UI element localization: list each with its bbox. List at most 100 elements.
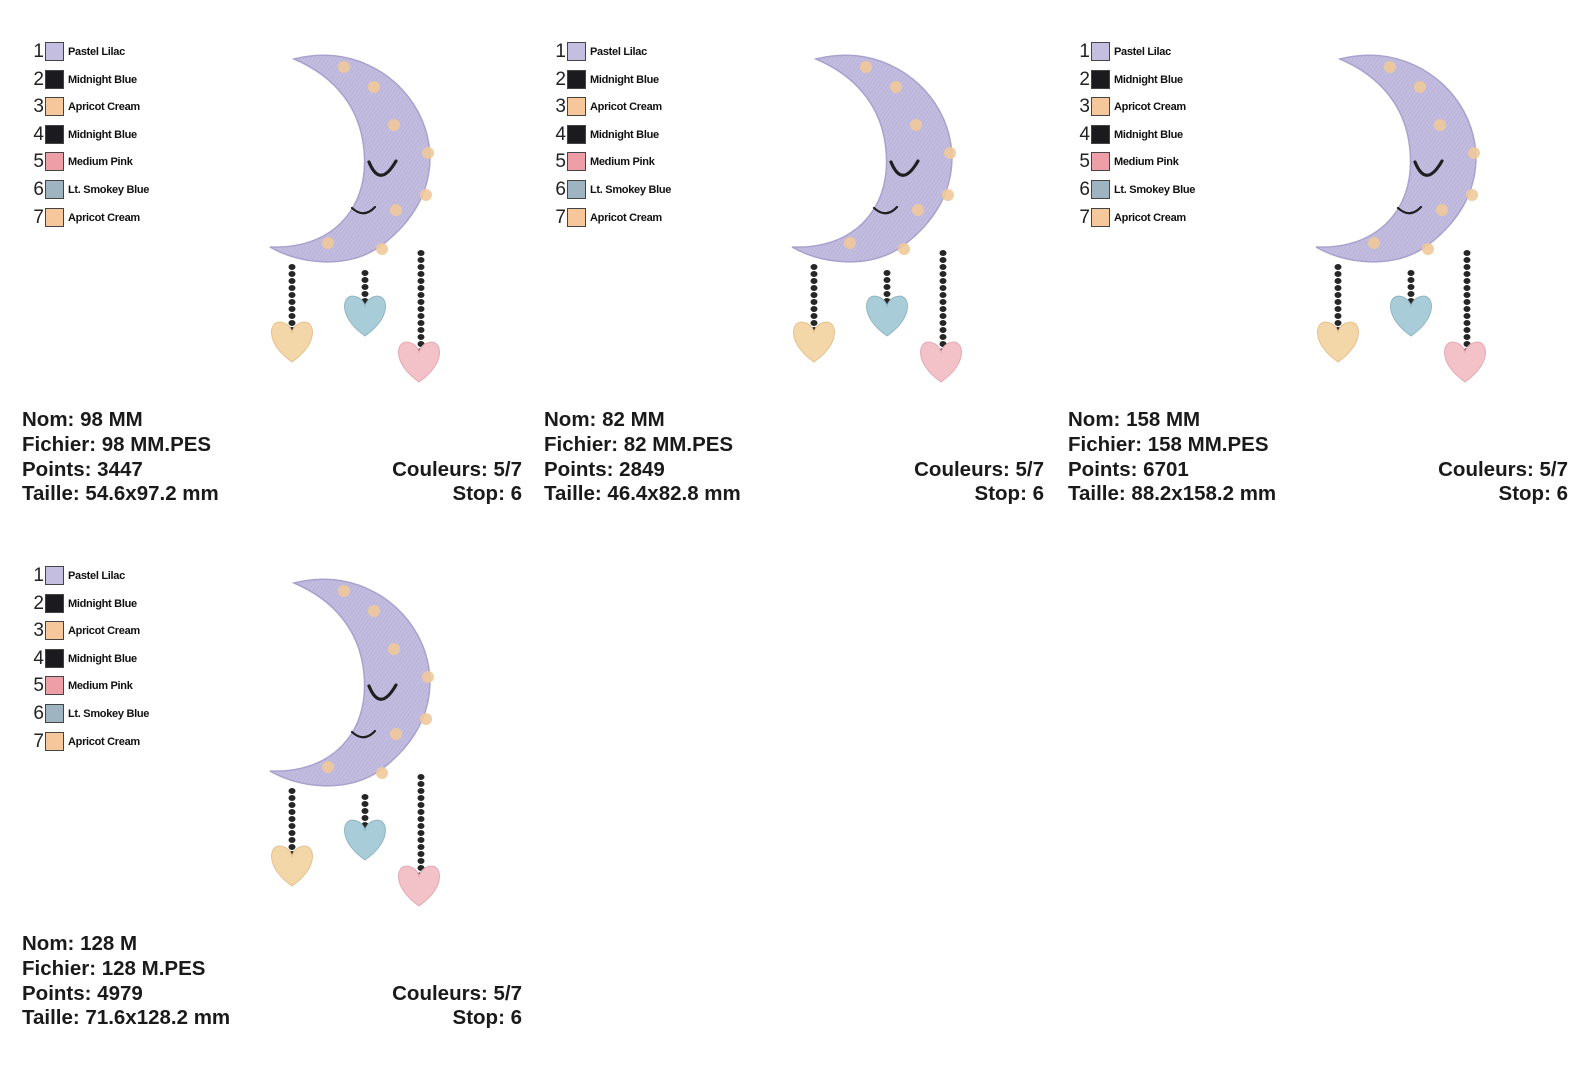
color-swatch — [45, 621, 64, 641]
chain-bead — [417, 250, 425, 256]
moon-dot — [844, 237, 856, 249]
chain-bead — [1407, 277, 1415, 283]
design-stitch-count: Points: 2849 — [544, 457, 665, 481]
chain-bead — [1463, 292, 1471, 298]
chain-bead — [288, 278, 296, 284]
legend-number: 4 — [33, 647, 44, 669]
design-info: Nom: 128 M Fichier: 128 M.PES Points: 49… — [22, 932, 230, 1031]
thread-name: Pastel Lilac — [1114, 46, 1171, 58]
chain-bead — [1463, 306, 1471, 312]
chain-bead — [1334, 264, 1342, 270]
chain-bead — [939, 285, 947, 291]
moon-mouth — [872, 205, 899, 215]
design-size: Taille: 46.4x82.8 mm — [544, 482, 741, 506]
chain-bead — [417, 334, 425, 340]
chain-bead — [1334, 313, 1342, 319]
chain-bead — [417, 278, 425, 284]
thread-name: Medium Pink — [590, 156, 655, 169]
design-stats: Couleurs: 5/7 Stop: 6 — [1438, 458, 1568, 508]
chain-bead — [939, 278, 947, 284]
moon-dot — [420, 713, 432, 725]
moon-dot — [338, 61, 350, 73]
moon-dot — [388, 643, 400, 655]
chain-bead — [1334, 285, 1342, 291]
chain-bead — [417, 837, 425, 843]
design-colors: Couleurs: 5/7 — [1438, 457, 1568, 481]
moon-crescent — [791, 54, 953, 263]
chain-bead — [288, 264, 296, 270]
chain-bead — [939, 320, 947, 326]
legend-number: 5 — [33, 151, 44, 173]
chain-bead — [417, 299, 425, 305]
moon-dot — [1468, 147, 1480, 159]
moon-dot — [322, 237, 334, 249]
chain-bead — [288, 285, 296, 291]
thread-name: Apricot Cream — [1114, 101, 1186, 114]
thread-name: Lt. Smokey Blue — [68, 707, 150, 720]
color-swatch — [567, 42, 586, 61]
moon-dot — [376, 767, 388, 779]
thread-name: Lt. Smokey Blue — [590, 183, 672, 196]
thread-name: Midnight Blue — [68, 597, 137, 610]
chain-bead — [417, 320, 425, 326]
chain-bead — [1407, 270, 1415, 276]
color-swatch — [45, 69, 64, 89]
heart-right — [920, 341, 962, 383]
color-swatch — [567, 97, 586, 117]
design-info: Nom: 82 MM Fichier: 82 MM.PES Points: 28… — [544, 408, 741, 507]
chain-bead — [288, 299, 296, 305]
chain-bead — [361, 284, 369, 290]
chain-bead — [810, 306, 818, 312]
chain-bead — [417, 774, 425, 780]
color-swatch — [45, 703, 64, 723]
chain-bead — [1334, 299, 1342, 305]
moon-dot — [368, 605, 380, 617]
chain-bead — [810, 285, 818, 291]
chain-bead — [1463, 327, 1471, 333]
color-swatch — [567, 152, 586, 172]
chain-bead — [288, 809, 296, 815]
color-swatch — [45, 97, 64, 117]
legend-number: 2 — [555, 68, 566, 90]
design-stops: Stop: 6 — [452, 482, 522, 506]
chain-bead — [417, 306, 425, 312]
chain-bead — [1463, 257, 1471, 263]
legend-number: 6 — [555, 178, 566, 200]
moon-dot — [1436, 204, 1448, 216]
legend-number: 2 — [33, 592, 44, 614]
chain-bead — [417, 327, 425, 333]
color-swatch — [45, 593, 64, 613]
moon-embroidery-design — [791, 54, 962, 383]
chain-bead — [939, 327, 947, 333]
legend-number: 6 — [33, 178, 44, 200]
moon-dot — [1466, 189, 1478, 201]
chain-bead — [883, 291, 891, 297]
thread-name: Midnight Blue — [68, 73, 137, 86]
legend-number: 3 — [33, 620, 44, 642]
moon-eye — [367, 683, 398, 701]
moon-dot — [1368, 237, 1380, 249]
chain-bead — [417, 257, 425, 263]
moon-dot — [376, 243, 388, 255]
moon-dot — [898, 243, 910, 255]
moon-eye — [367, 159, 398, 177]
thread-name: Midnight Blue — [590, 73, 659, 86]
moon-dot — [1422, 243, 1434, 255]
moon-dot — [390, 204, 402, 216]
legend-number: 2 — [33, 68, 44, 90]
chain-bead — [883, 270, 891, 276]
chain-bead — [417, 830, 425, 836]
chain-bead — [810, 278, 818, 284]
thread-name: Pastel Lilac — [68, 570, 125, 582]
chain-bead — [810, 299, 818, 305]
moon-embroidery-design — [269, 54, 440, 383]
chain-bead — [288, 788, 296, 794]
chain-bead — [810, 320, 818, 326]
design-size: Taille: 71.6x128.2 mm — [22, 1006, 231, 1030]
legend-number: 5 — [1079, 151, 1090, 173]
chain-bead — [1334, 320, 1342, 326]
heart-left — [1317, 321, 1359, 363]
design-stats: Couleurs: 5/7 Stop: 6 — [392, 458, 522, 508]
thread-name: Apricot Cream — [590, 211, 662, 224]
